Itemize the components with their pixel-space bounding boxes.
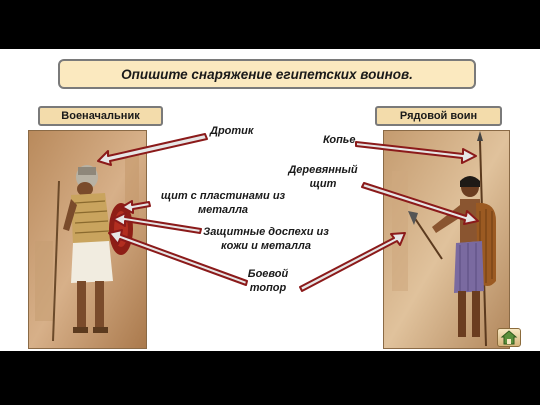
arrow-metal-shield — [121, 200, 151, 214]
pointer-arrows — [97, 133, 479, 292]
home-icon — [500, 330, 518, 345]
commander-heading: Военачальник — [38, 106, 163, 126]
arrow-armor — [112, 212, 202, 234]
arrow-dart — [97, 133, 208, 166]
soldier-illustration — [383, 130, 510, 349]
label-dart: Дротик — [210, 125, 254, 137]
label-armor: Защитные доспехи из кожи и металла — [203, 226, 329, 252]
soldier-heading: Рядовой воин — [375, 106, 502, 126]
home-button[interactable] — [497, 328, 521, 347]
arrow-spear — [355, 141, 477, 164]
arrow-axe-commander — [108, 229, 248, 286]
slide-title-banner: Опишите снаряжение египетских воинов. — [58, 59, 476, 89]
slide-title: Опишите снаряжение египетских воинов. — [121, 66, 413, 82]
slide: Опишите снаряжение египетских воинов. Во… — [0, 49, 540, 351]
arrow-wood-shield — [361, 182, 479, 225]
commander-label: Военачальник — [61, 110, 140, 122]
soldier-label: Рядовой воин — [399, 110, 478, 122]
arrow-axe-soldier — [299, 232, 406, 292]
label-wood-shield: Деревянный щит — [288, 164, 358, 190]
label-spear: Копье — [323, 134, 356, 146]
label-axe: Боевой топор — [247, 268, 289, 294]
label-metal-shield: щит с пластинами из металла — [160, 190, 286, 216]
